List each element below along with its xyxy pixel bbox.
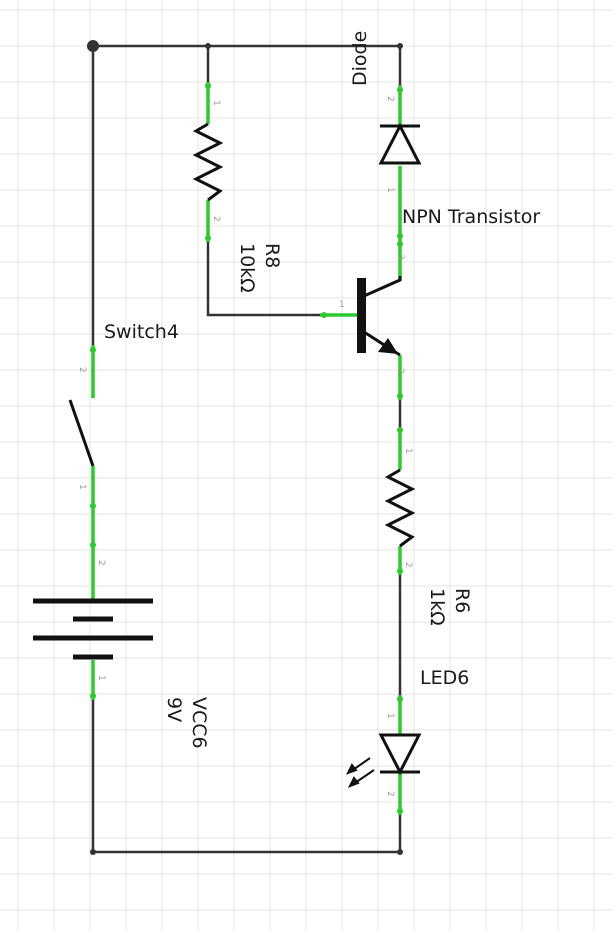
transistor-pin-2: 2 bbox=[395, 368, 405, 374]
battery-value: 9V bbox=[163, 697, 185, 722]
transistor-emitter-arrow bbox=[378, 338, 398, 354]
r8-value: 10kΩ bbox=[236, 243, 258, 293]
led-emission-arrows bbox=[345, 757, 375, 788]
transistor-pin-3: 3 bbox=[395, 254, 405, 260]
switch-pin-2: 2 bbox=[77, 367, 87, 373]
r8-label: R8 bbox=[261, 243, 283, 268]
r8-pin-2: 2 bbox=[211, 216, 221, 222]
r6-value: 1kΩ bbox=[426, 588, 448, 626]
transistor-label: NPN Transistor bbox=[402, 206, 540, 228]
led-component[interactable]: 1 2 LED6 bbox=[345, 667, 469, 815]
transistor-base-bar bbox=[357, 278, 366, 353]
resistor-r6-component[interactable]: 1 2 R6 1kΩ bbox=[384, 427, 473, 626]
diode-pin-1: 1 bbox=[385, 187, 395, 193]
junction-bottom-right bbox=[397, 849, 403, 855]
diode-pin-2: 2 bbox=[385, 96, 395, 102]
transistor-pin-1: 1 bbox=[339, 300, 345, 310]
junction-top-r8 bbox=[205, 43, 211, 49]
wire-r8-to-base bbox=[206, 240, 322, 317]
transistor-collector bbox=[363, 276, 402, 298]
r6-label: R6 bbox=[451, 588, 473, 613]
led-pin-1: 1 bbox=[385, 713, 395, 719]
r6-zigzag bbox=[384, 468, 416, 548]
led-pin-2: 2 bbox=[385, 791, 395, 797]
r6-pin-1: 1 bbox=[403, 448, 413, 454]
r8-zigzag bbox=[192, 122, 224, 202]
diode-symbol bbox=[378, 122, 422, 165]
led-symbol bbox=[378, 733, 422, 776]
junction-bottom-left bbox=[90, 849, 96, 855]
battery-pin-2: 2 bbox=[96, 560, 106, 566]
r6-pin-2: 2 bbox=[403, 562, 413, 568]
wires bbox=[91, 44, 402, 854]
resistor-r8-component[interactable]: 1 2 R8 10kΩ bbox=[192, 82, 283, 293]
battery-pin-1: 1 bbox=[96, 675, 106, 681]
diode-label: Diode bbox=[349, 31, 371, 86]
battery-label: VCC6 bbox=[188, 697, 210, 749]
switch-arm bbox=[68, 399, 95, 467]
npn-transistor-component[interactable]: 3 1 2 NPN Transistor bbox=[320, 206, 540, 400]
switch-pin-1: 1 bbox=[77, 484, 87, 490]
switch-label: Switch4 bbox=[104, 321, 179, 343]
switch-component[interactable]: 2 1 Switch4 bbox=[68, 321, 179, 510]
junction-top-right bbox=[397, 43, 403, 49]
r8-pin-1: 1 bbox=[211, 100, 221, 106]
battery-component[interactable]: 2 1 VCC6 9V bbox=[33, 510, 210, 749]
led-label: LED6 bbox=[420, 667, 469, 689]
junction-top-left bbox=[87, 40, 99, 52]
diode-component[interactable]: 2 1 Diode bbox=[349, 31, 422, 240]
